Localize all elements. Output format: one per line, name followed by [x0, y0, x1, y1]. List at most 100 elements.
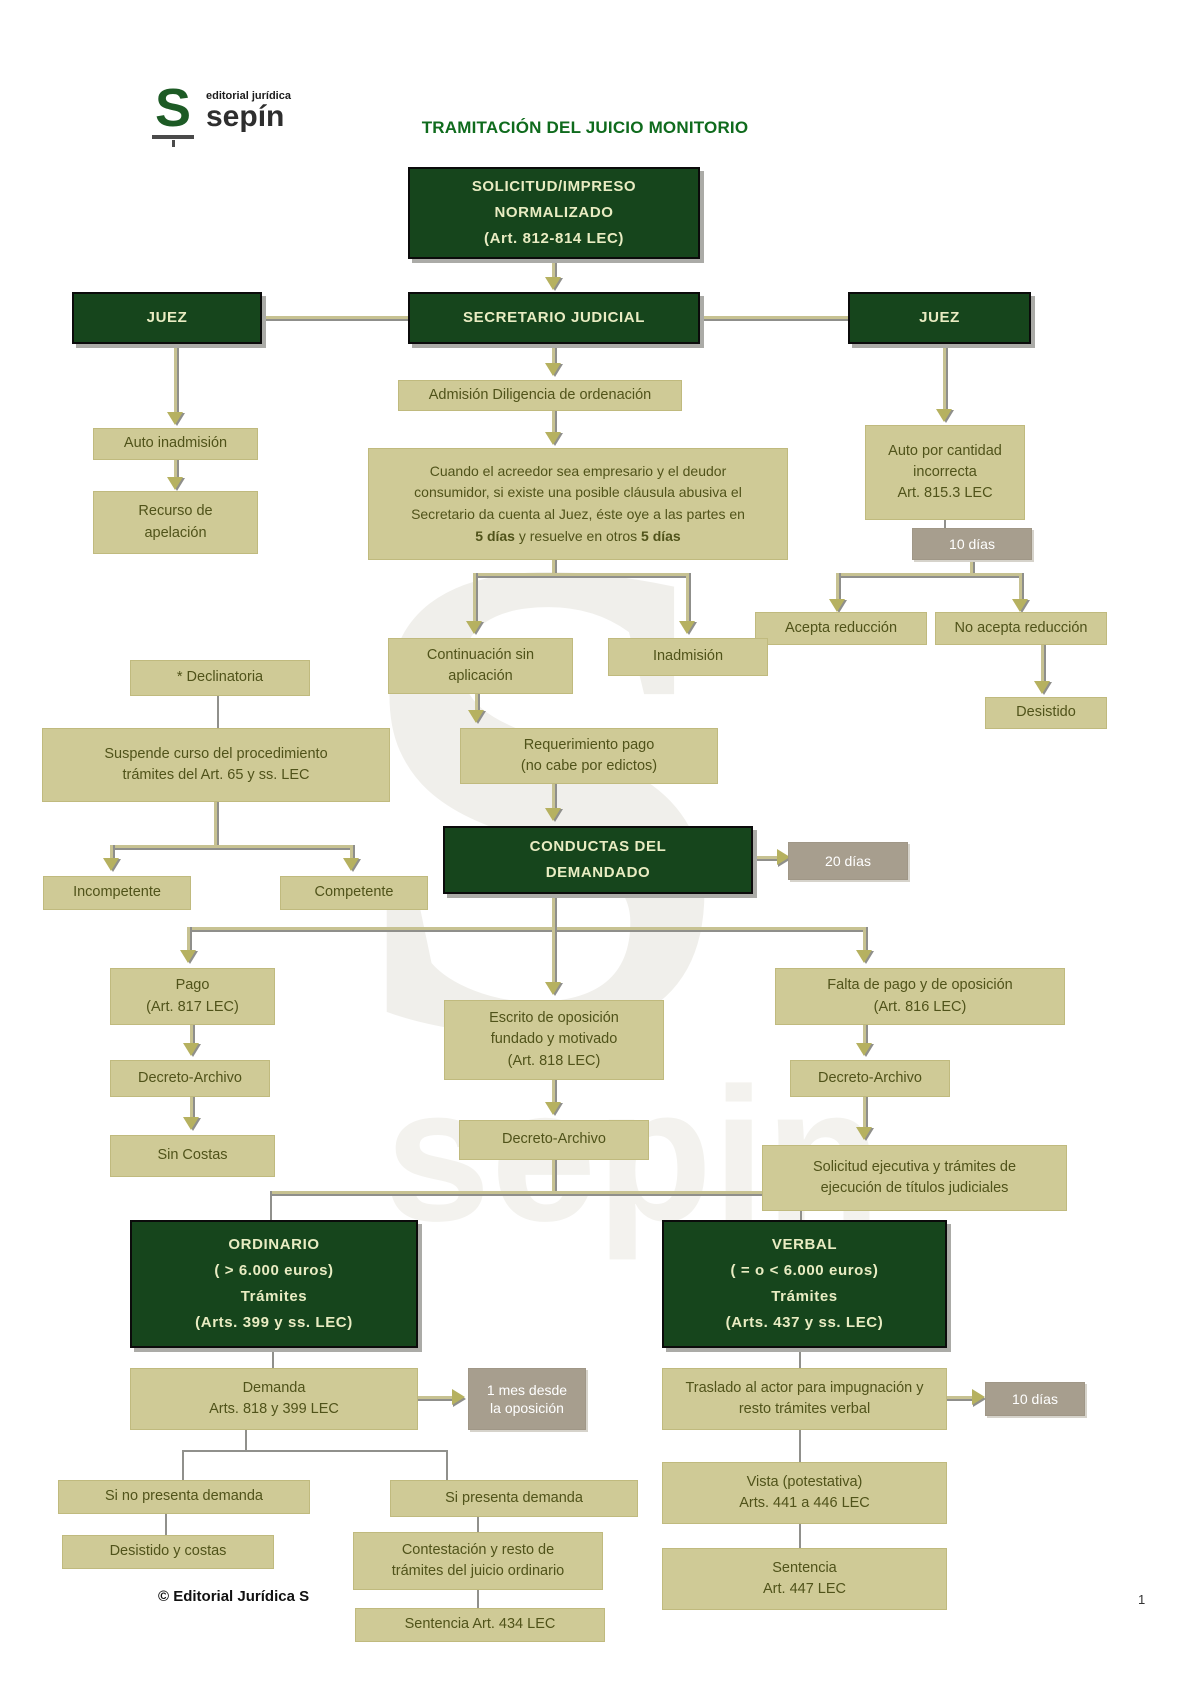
node-text: 20 días	[825, 852, 871, 869]
node-text: Sin Costas	[157, 1147, 228, 1164]
node-secretario-judicial: SECRETARIO JUDICIAL	[408, 292, 700, 344]
node-text: y resuelve en otros	[514, 527, 642, 544]
node-text: Desistido y costas	[109, 1543, 227, 1560]
node-falta-pago-oposicion: Falta de pago y de oposición (Art. 816 L…	[775, 968, 1065, 1025]
line-h	[112, 845, 354, 848]
node-text: 10 días	[1012, 1390, 1058, 1407]
node-continuacion-sin-aplicacion: Continuación sin aplicación	[388, 638, 573, 694]
node-admision-diligencia: Admisión Diligencia de ordenación	[398, 380, 682, 411]
node-recurso-apelacion: Recurso de apelación	[93, 491, 258, 554]
line-v	[1041, 645, 1044, 685]
line-v	[836, 573, 839, 603]
node-text: (no cabe por edictos)	[520, 758, 658, 774]
node-text: Art. 447 LEC	[762, 1581, 846, 1597]
line-v	[182, 1450, 184, 1480]
line-v	[190, 1025, 193, 1047]
node-text: Decreto-Archivo	[138, 1069, 242, 1086]
node-declinatoria: * Declinatoria	[130, 660, 310, 696]
node-verbal: VERBAL ( = o < 6.000 euros) Trámites (Ar…	[662, 1220, 947, 1348]
node-decreto-archivo-center: Decreto-Archivo	[459, 1120, 649, 1160]
arrow-down	[856, 1043, 872, 1056]
node-escrito-oposicion: Escrito de oposición fundado y motivado …	[444, 1000, 664, 1080]
arrow-right	[777, 849, 790, 865]
node-text: Decreto-Archivo	[502, 1131, 606, 1148]
line-v	[473, 573, 476, 625]
line-v	[270, 1191, 272, 1220]
node-text: apelación	[144, 524, 207, 541]
node-traslado-actor: Traslado al actor para impugnación y res…	[662, 1368, 947, 1430]
node-solicitud-impreso: SOLICITUD/IMPRESO NORMALIZADO (Art. 812-…	[408, 167, 700, 259]
node-desistido: Desistido	[985, 697, 1107, 729]
node-text: Trámites	[771, 1288, 838, 1305]
line-v	[475, 694, 478, 714]
line-v	[552, 560, 555, 575]
node-text: Arts. 818 y 399 LEC	[209, 1401, 339, 1417]
page-number: 1	[1138, 1592, 1146, 1607]
line-v	[552, 1160, 555, 1193]
node-text: Auto por cantidad	[888, 442, 1002, 459]
arrow-down	[167, 412, 183, 425]
bold-5-dias: 5 días	[641, 527, 681, 544]
node-text: ( > 6.000 euros)	[214, 1261, 334, 1279]
node-text: Secretario da cuenta al Juez, éste oye a…	[411, 506, 745, 522]
arrow-down	[1034, 681, 1050, 694]
node-20-dias: 20 días	[788, 842, 908, 880]
node-juez-left: JUEZ	[72, 292, 262, 344]
arrow-down	[936, 409, 952, 422]
arrow-down	[856, 950, 872, 963]
line-h	[182, 1450, 448, 1452]
node-text: CONDUCTAS DEL	[529, 837, 667, 855]
node-requerimiento-pago: Requerimiento pago (no cabe por edictos)	[460, 728, 718, 784]
line-v	[174, 344, 177, 416]
node-text: * Declinatoria	[176, 669, 264, 686]
line-v	[552, 259, 555, 281]
arrow-right	[972, 1389, 985, 1405]
logo-tick	[171, 139, 175, 147]
node-text: VERBAL	[771, 1235, 838, 1253]
node-text: Admisión Diligencia de ordenación	[428, 386, 652, 403]
arrow-down	[468, 710, 484, 723]
node-text: No acepta reducción	[954, 619, 1088, 636]
line-h	[271, 1191, 804, 1194]
node-text: Solicitud ejecutiva y trámites de	[812, 1158, 1017, 1175]
line-v	[552, 1080, 555, 1106]
line-v	[686, 573, 689, 625]
line-v	[1019, 573, 1022, 603]
node-text: JUEZ	[146, 308, 188, 326]
line-v	[552, 344, 555, 368]
arrow-down	[545, 432, 561, 445]
line-v	[552, 784, 555, 812]
page-title: TRAMITACIÓN DEL JUICIO MONITORIO	[421, 118, 749, 137]
arrow-down	[466, 621, 482, 634]
logo-s-icon: S	[154, 78, 192, 138]
arrow-down	[180, 950, 196, 963]
node-demanda: Demanda Arts. 818 y 399 LEC	[130, 1368, 418, 1430]
node-suspende-curso: Suspende curso del procedimiento trámite…	[42, 728, 390, 802]
node-text: Sentencia Art. 434 LEC	[404, 1616, 556, 1633]
node-ordinario: ORDINARIO ( > 6.000 euros) Trámites (Art…	[130, 1220, 418, 1348]
line-v	[970, 560, 973, 575]
line-v	[350, 845, 353, 862]
line-v	[552, 411, 555, 437]
node-text: Cuando el acreedor sea empresario y el d…	[429, 462, 727, 479]
node-text: Desistido	[1016, 704, 1076, 721]
node-text: DEMANDADO	[545, 864, 651, 881]
node-sentencia-434: Sentencia Art. 434 LEC	[355, 1608, 605, 1642]
node-text: Vista (potestativa)	[746, 1473, 863, 1490]
node-competente: Competente	[280, 876, 428, 910]
node-text: trámites del Art. 65 y ss. LEC	[122, 767, 310, 783]
line-h	[262, 316, 408, 319]
node-10-dias-verbal: 10 días	[985, 1382, 1085, 1416]
node-juez-right: JUEZ	[848, 292, 1031, 344]
node-decreto-archivo-left: Decreto-Archivo	[110, 1060, 270, 1097]
node-clausula-abusiva: Cuando el acreedor sea empresario y el d…	[368, 448, 788, 560]
node-text: Suspende curso del procedimiento	[104, 745, 328, 762]
node-text: incorrecta	[913, 463, 977, 480]
node-sin-costas: Sin Costas	[110, 1135, 275, 1177]
line-h	[838, 573, 1023, 576]
line-v	[799, 1524, 801, 1548]
node-text: (Arts. 399 y ss. LEC)	[195, 1314, 353, 1332]
line-h	[418, 1396, 456, 1399]
node-text: ( = o < 6.000 euros)	[730, 1261, 879, 1279]
node-text: Recurso de	[138, 503, 213, 520]
